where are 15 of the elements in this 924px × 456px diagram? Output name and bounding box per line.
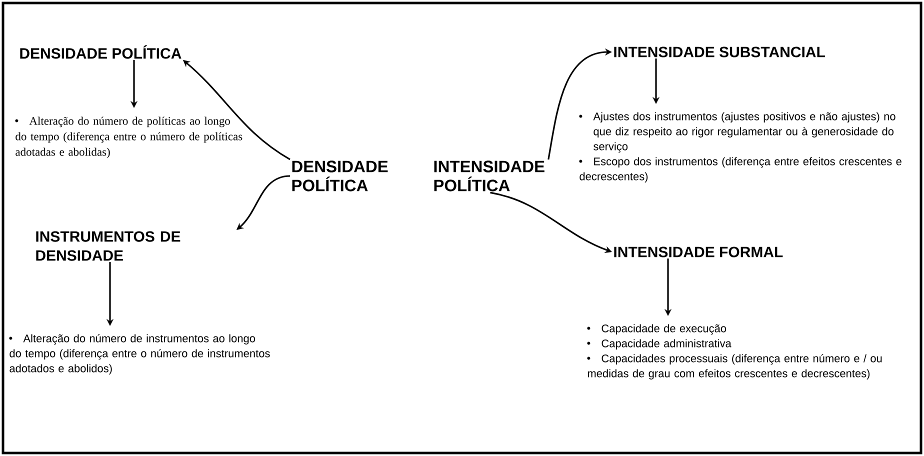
bullet-list: Capacidade de execução Capacidade administrativa Capacidades processuais (diferença entre número e / ou medidas de grau com efeitos crescentes e decrescentes) — [587, 324, 882, 380]
heading-text: INSTRUMENTOS DE DENSIDADE — [36, 231, 180, 261]
bullet-list: Alteração do número de instrumentos ao longo do tempo (diferença entre o número de instrumentos adotados e abolidos) — [9, 334, 270, 374]
central-concept: DENSIDADE POLÍTICA — [292, 160, 388, 192]
bullet-list: Ajustes dos instrumentos (ajustes positivos e não ajustes) no que diz respeito ao rigor regulamentar ou à generosidade do serviço Escopo dos instrumentos (diferença entre efeitos crescentes e decrescentes) — [579, 112, 902, 182]
bullet-list: Alteração do número de políticas ao longo do tempo (diferença entre o número de políticas adotadas e abolidas) — [15, 116, 242, 158]
heading-text: INTENSIDADE SUBSTANCIAL — [614, 46, 825, 58]
node-label: Capacidade de execução — [602, 324, 726, 335]
node-label: Capacidade administrativa — [602, 339, 732, 350]
node-label: Ajustes dos instrumentos (ajustes positivos e não ajustes) no que diz respeito ao rigor regulamentar ou à generosidade do serviço — [593, 112, 896, 153]
central-concept: INTENSIDADE POLÍTICA — [434, 160, 544, 192]
node-label: Escopo dos instrumentos (diferença entre efeitos crescentes e decrescentes) — [580, 157, 902, 182]
heading-text: INTENSIDADE FORMAL — [614, 246, 783, 258]
heading-text: DENSIDADE POLÍTICA — [20, 45, 182, 59]
node-label: Capacidades processuais (diferença entre número e / ou medidas de grau com efeitos crescentes e decrescentes) — [588, 354, 882, 380]
